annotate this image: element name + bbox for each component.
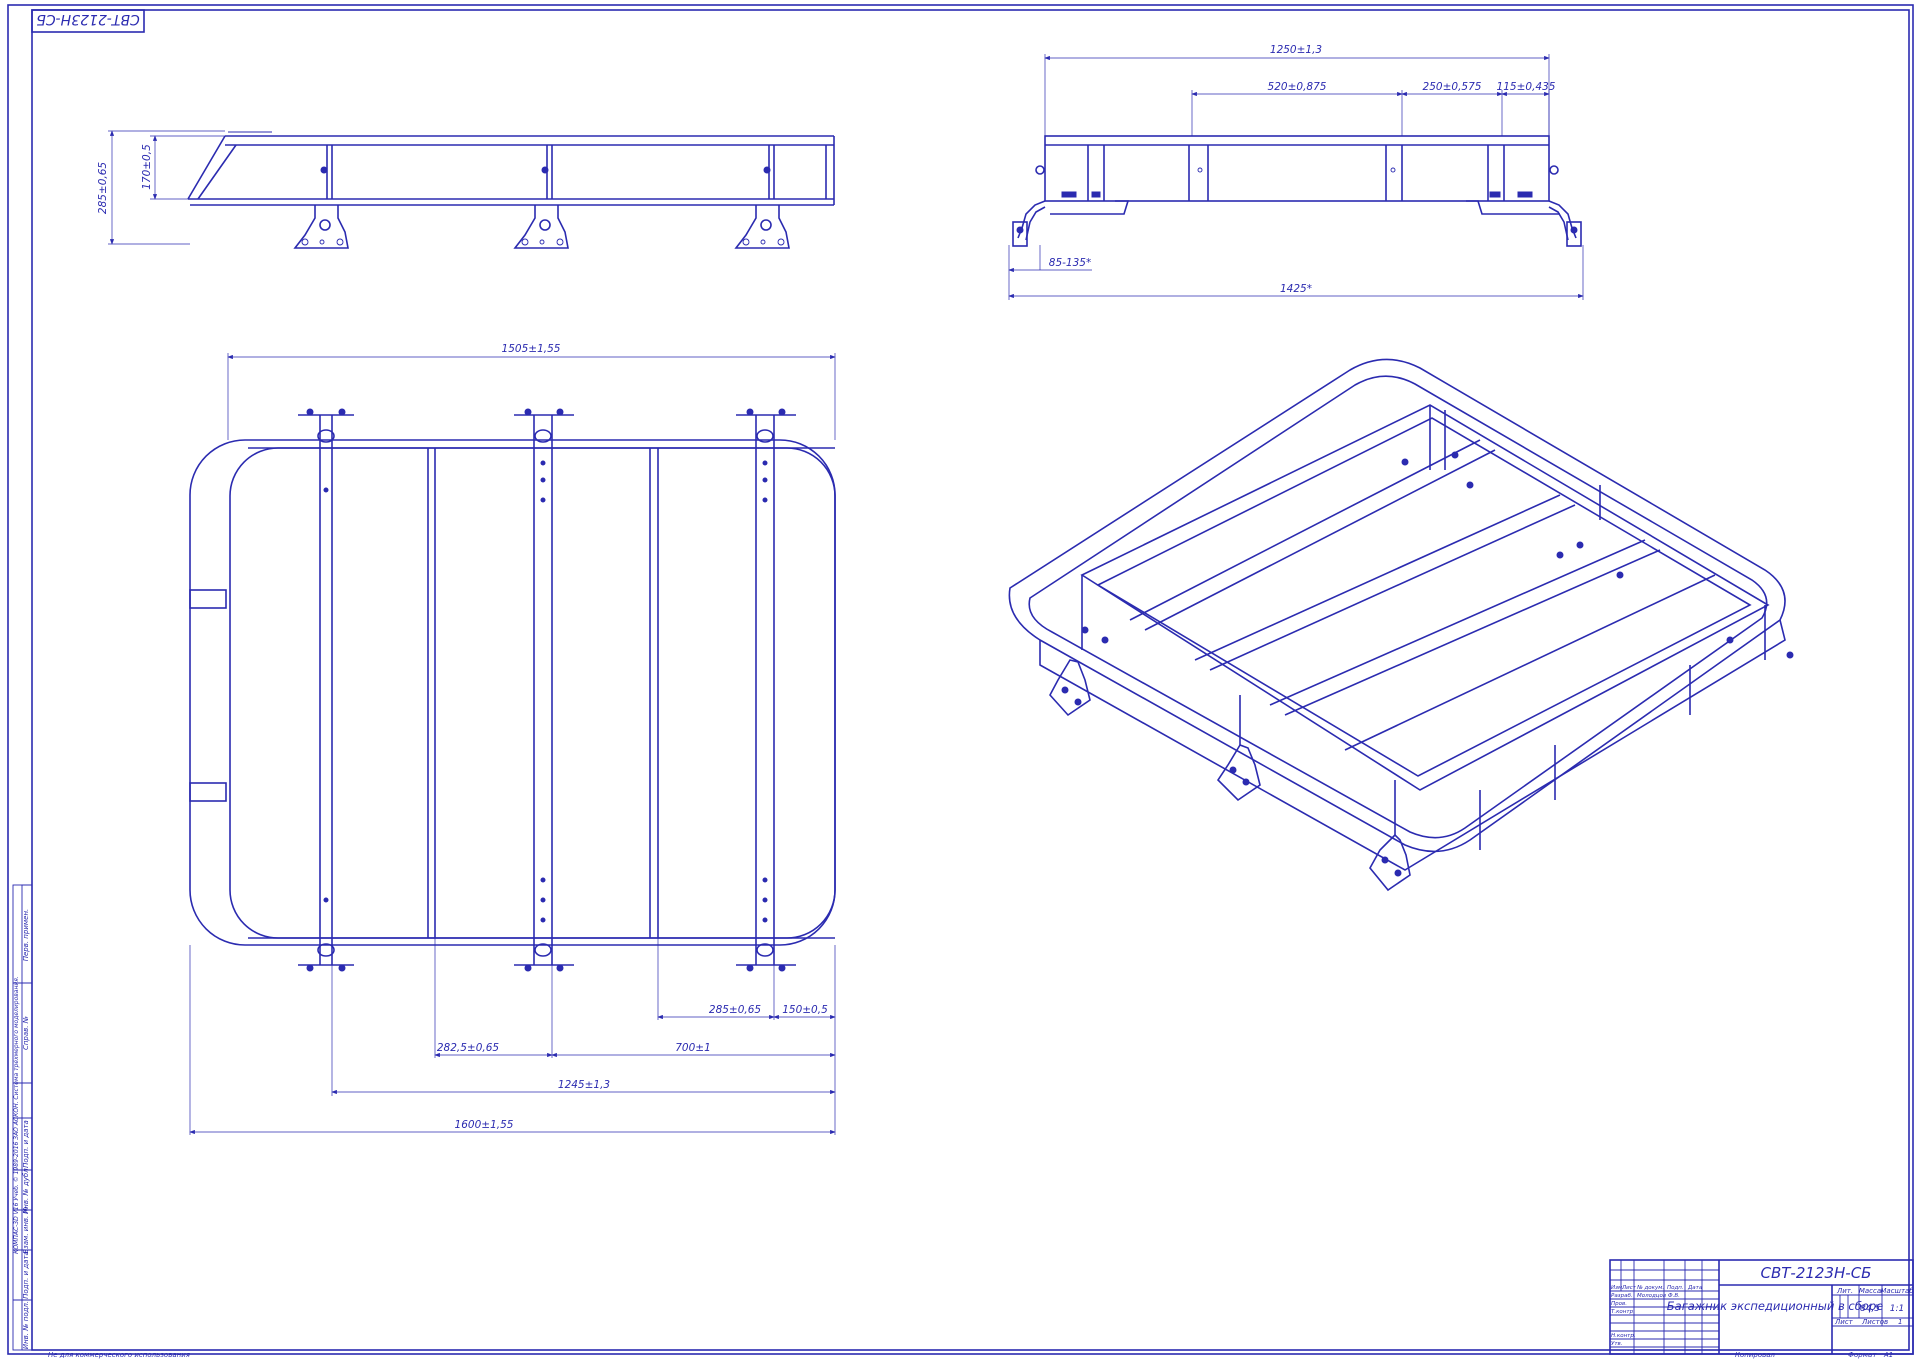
title-sheets-label: Листов	[1861, 1318, 1888, 1326]
dim-front-250: 250±0,575	[1423, 81, 1482, 93]
dim-front-1425: 1425*	[1280, 283, 1312, 295]
dim-side-rail-height: 170±0,5	[141, 144, 153, 190]
corner-stamp-text: СВТ-2123Н-СБ	[36, 11, 140, 27]
isometric-view	[1008, 358, 1794, 892]
dim-front-520: 520±0,875	[1268, 81, 1327, 93]
title-row-approve: Утв.	[1611, 1341, 1623, 1347]
title-row-tcontrol: Т.контр.	[1611, 1309, 1635, 1315]
corner-stamp: СВТ-2123Н-СБ	[31, 9, 145, 33]
side-strip: Перв. примен. Справ. № Подп. и дата Инв.…	[12, 884, 33, 1351]
side-strip-sign-date-1: Подп. и дата	[22, 1120, 30, 1168]
title-col-date: Дата	[1687, 1285, 1703, 1291]
drawing-frame	[7, 4, 1914, 1355]
title-lit-header: Лит.	[1836, 1287, 1853, 1295]
title-name: Багажник экспедиционный в сборе	[1667, 1299, 1883, 1313]
side-strip-first-use: Перв. примен.	[22, 909, 30, 962]
dim-front-115: 115±0,435	[1497, 81, 1556, 93]
copied-label: Копировал	[1735, 1351, 1776, 1359]
title-col-sign: Подп.	[1667, 1285, 1684, 1291]
dim-top-1600: 1600±1,55	[455, 1119, 514, 1131]
top-view: 1505±1,55 285±0,65 150±0,5 282,5±0,65 70…	[189, 343, 836, 1135]
title-developer-name: Молодцов Ф.В.	[1637, 1293, 1680, 1299]
dim-top-285: 285±0,65	[709, 1004, 762, 1016]
side-note: КОМПАС-3D V16 Учеб. © 1989-2016 ЗАО АСКО…	[13, 976, 20, 1254]
front-view: 1250±1,3 520±0,875 250±0,575 115±0,435 8…	[1008, 44, 1584, 300]
dim-top-2825: 282,5±0,65	[437, 1042, 500, 1054]
dim-top-width: 1505±1,55	[502, 343, 561, 355]
dim-top-700: 700±1	[675, 1042, 711, 1054]
title-mass-header: Масса	[1859, 1287, 1881, 1295]
title-scale-value: 1:1	[1890, 1304, 1904, 1314]
footer-note: Не для коммерческого использования	[48, 1351, 190, 1359]
title-row-ncontrol: Н.контр.	[1611, 1333, 1636, 1339]
title-col-sheet: Лист	[1621, 1285, 1637, 1291]
title-col-docno: № докум.	[1636, 1285, 1664, 1291]
side-strip-replace-no: Взам. инв. №	[22, 1206, 30, 1254]
title-row-developer: Разраб.	[1611, 1293, 1633, 1299]
side-strip-sign-date-2: Подп. и дата	[22, 1251, 30, 1299]
dim-front-width: 1250±1,3	[1270, 44, 1322, 56]
side-strip-dup-no: Инв. № дубл.	[22, 1166, 30, 1214]
dim-side-height: 285±0,65	[97, 162, 109, 215]
title-col-change: Изм.	[1611, 1285, 1624, 1291]
title-row-check: Пров.	[1611, 1301, 1627, 1307]
format-label: Формат	[1848, 1351, 1877, 1359]
title-mass-value: 84,5	[1860, 1304, 1880, 1314]
dim-top-1245: 1245±1,3	[558, 1079, 610, 1091]
side-strip-orig-no: Инв. № подл.	[22, 1301, 30, 1349]
title-sheets-value: 1	[1898, 1318, 1902, 1326]
side-view: 285±0,65 170±0,5	[97, 130, 835, 249]
dim-top-150: 150±0,5	[782, 1004, 828, 1016]
dim-front-85: 85-135*	[1049, 257, 1091, 269]
side-strip-ref-no: Справ. №	[22, 1016, 30, 1050]
title-block: Изм. Лист № докум. Подп. Дата Разраб. Мо…	[1609, 1259, 1914, 1355]
title-scale-header: Масштаб	[1880, 1287, 1914, 1295]
title-sheet-label: Лист	[1834, 1318, 1854, 1326]
title-designation: СВТ-2123Н-СБ	[1761, 1264, 1872, 1282]
format-value: A1	[1883, 1351, 1893, 1359]
